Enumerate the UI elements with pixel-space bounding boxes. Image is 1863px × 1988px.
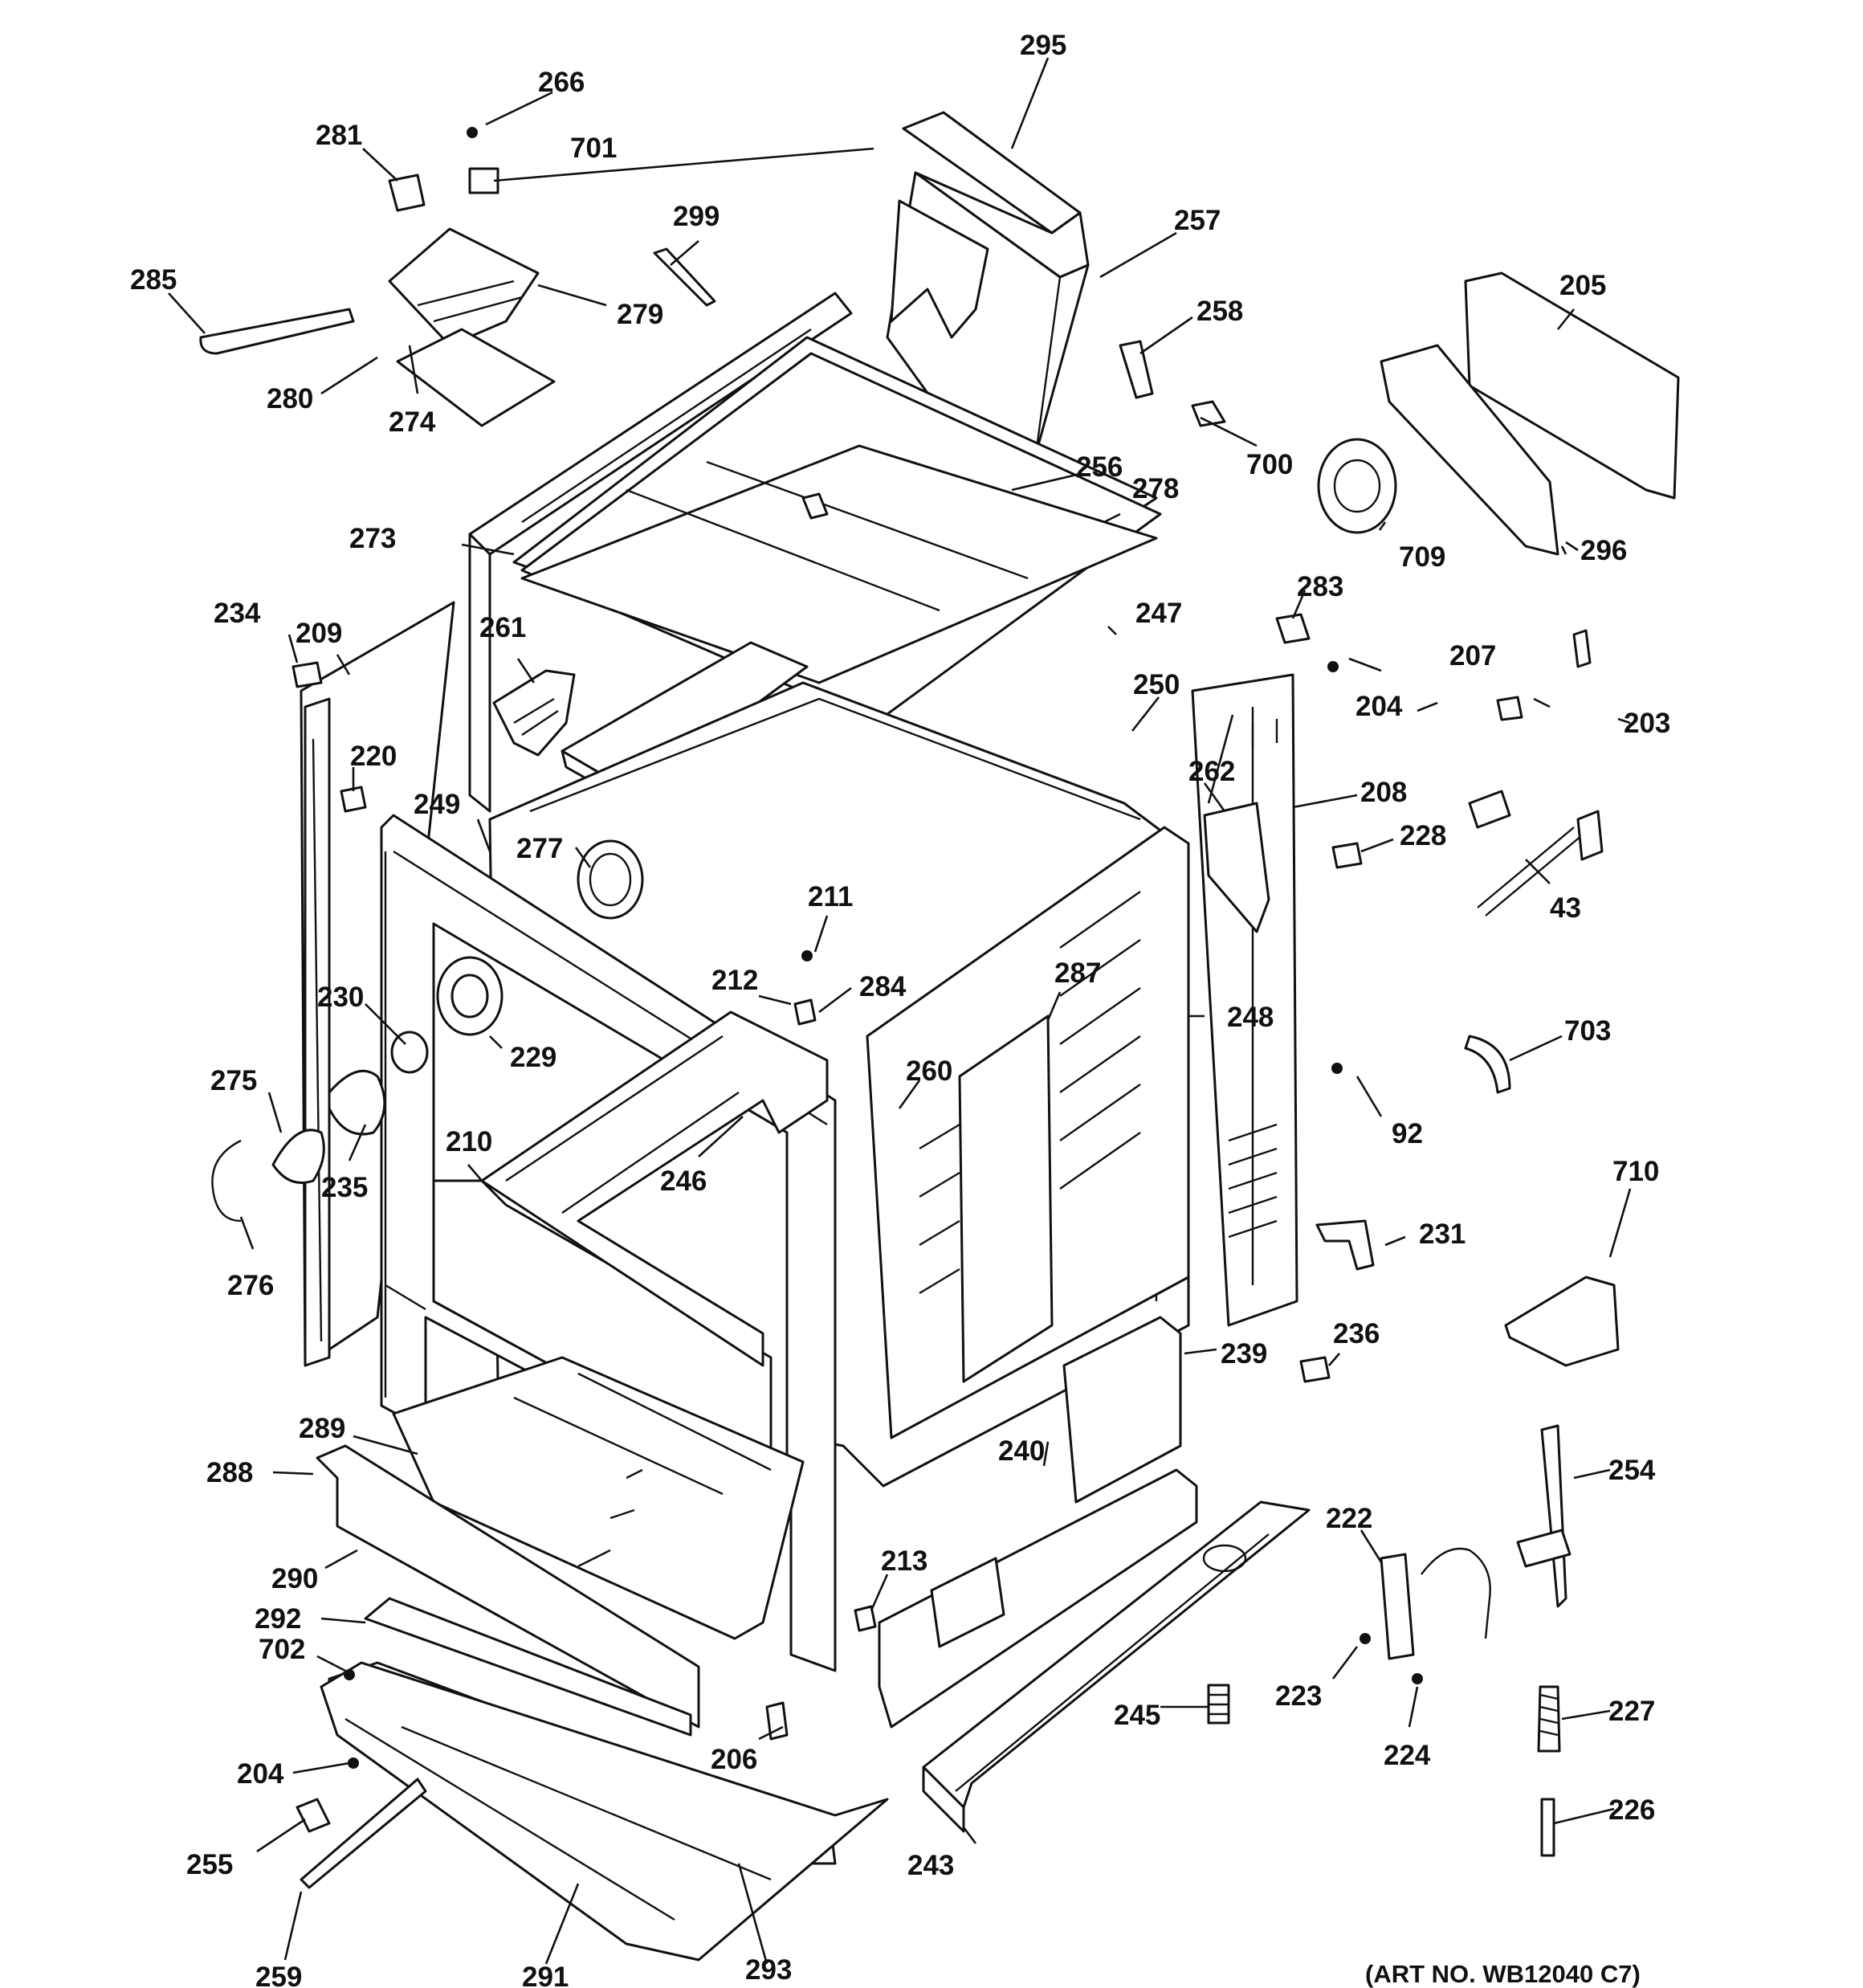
burner-part (1380, 1547, 1491, 1660)
callout-256: 256 (1076, 451, 1123, 483)
callout-276: 276 (227, 1270, 274, 1301)
callout-235: 235 (321, 1172, 368, 1203)
callout-229: 229 (510, 1042, 556, 1073)
callout-245: 245 (1114, 1700, 1160, 1731)
callout-266: 266 (538, 67, 585, 98)
callout-701: 701 (570, 133, 617, 164)
callout-210: 210 (446, 1126, 492, 1157)
callout-277: 277 (516, 833, 563, 864)
burner-box-part (922, 1500, 1311, 1833)
callout-207: 207 (1449, 640, 1496, 672)
callout-212: 212 (711, 965, 758, 996)
top-insulation-part (520, 444, 1158, 684)
callout-239: 239 (1221, 1338, 1267, 1370)
callout-223: 223 (1275, 1680, 1322, 1712)
switch-281-part (388, 173, 426, 212)
callout-249: 249 (414, 789, 460, 820)
callout-273: 273 (349, 523, 396, 554)
callout-709: 709 (1399, 541, 1445, 573)
callout-703: 703 (1564, 1015, 1611, 1047)
callout-278: 278 (1132, 473, 1179, 504)
callout-labels: 295 266 701 281 299 257 285 279 258 205 … (130, 30, 1670, 1988)
callout-43: 43 (1550, 892, 1581, 924)
callout-250: 250 (1133, 669, 1180, 700)
callout-243: 243 (907, 1850, 954, 1881)
leader-lines (168, 57, 1632, 1965)
callout-288: 288 (206, 1457, 253, 1488)
callout-284: 284 (859, 971, 907, 1002)
oven-cavity-part (480, 1010, 829, 1367)
callout-254: 254 (1608, 1455, 1656, 1486)
callout-204-upper: 204 (1355, 691, 1403, 722)
orifice-part (1207, 1684, 1230, 1725)
lamp-assembly-part (211, 956, 503, 1223)
callout-283: 283 (1297, 571, 1343, 602)
callout-205: 205 (1559, 270, 1606, 301)
right-side-panel-part (866, 826, 1190, 1439)
callout-274: 274 (389, 406, 436, 438)
callout-234: 234 (214, 598, 261, 629)
callout-262: 262 (1188, 756, 1235, 787)
art-number-label: (ART NO. WB12040 C7) (1365, 1960, 1641, 1988)
callout-208: 208 (1360, 777, 1407, 808)
callout-293: 293 (745, 1954, 792, 1986)
small-parts (291, 127, 1620, 1889)
callout-227: 227 (1608, 1696, 1655, 1727)
callout-290: 290 (271, 1563, 318, 1594)
callout-92: 92 (1392, 1118, 1423, 1149)
spring-part (1537, 1685, 1561, 1753)
callout-213: 213 (881, 1545, 927, 1577)
callout-259: 259 (255, 1961, 302, 1988)
callout-261: 261 (479, 612, 526, 643)
callout-226: 226 (1608, 1794, 1655, 1826)
callout-296: 296 (1580, 535, 1627, 566)
bracket-part (1516, 1424, 1572, 1608)
insulation-pad-part (492, 669, 576, 757)
callout-299: 299 (673, 201, 720, 232)
left-rail-part (300, 601, 455, 1367)
callout-236: 236 (1333, 1318, 1380, 1349)
callout-204-lower: 204 (237, 1758, 284, 1790)
callout-230: 230 (317, 982, 364, 1013)
switch-assembly-part (388, 227, 556, 427)
callout-246: 246 (660, 1165, 707, 1197)
callout-700: 700 (1246, 449, 1293, 480)
callout-240: 240 (998, 1435, 1045, 1467)
callout-710: 710 (1612, 1156, 1659, 1187)
callout-203: 203 (1624, 708, 1670, 739)
callout-247: 247 (1135, 598, 1182, 629)
lower-rail-part (878, 1316, 1198, 1729)
callout-280: 280 (267, 383, 313, 414)
callout-275: 275 (210, 1065, 257, 1096)
callout-281: 281 (316, 120, 362, 151)
hook-part (1540, 1798, 1555, 1857)
callout-248: 248 (1227, 1002, 1274, 1033)
callout-206: 206 (711, 1744, 757, 1775)
back-bracket-part (1317, 271, 1680, 556)
bracket-285-part (199, 308, 355, 355)
callout-211: 211 (808, 881, 853, 912)
callout-295: 295 (1020, 30, 1066, 61)
callout-209: 209 (296, 618, 342, 649)
callout-702: 702 (259, 1634, 305, 1665)
callout-285: 285 (130, 264, 177, 296)
callout-287: 287 (1054, 957, 1101, 989)
callout-292: 292 (255, 1603, 301, 1635)
callout-231: 231 (1419, 1219, 1466, 1250)
callout-255: 255 (186, 1849, 233, 1880)
callout-224: 224 (1384, 1740, 1431, 1771)
callout-220: 220 (350, 741, 397, 772)
callout-257: 257 (1174, 205, 1221, 236)
callout-279: 279 (617, 299, 663, 330)
callout-222: 222 (1326, 1503, 1372, 1534)
callout-291: 291 (522, 1961, 569, 1988)
callout-258: 258 (1196, 296, 1243, 327)
right-insulation-part (1203, 802, 1270, 933)
callout-260: 260 (906, 1055, 952, 1087)
callout-289: 289 (299, 1413, 345, 1444)
callout-228: 228 (1400, 820, 1446, 851)
